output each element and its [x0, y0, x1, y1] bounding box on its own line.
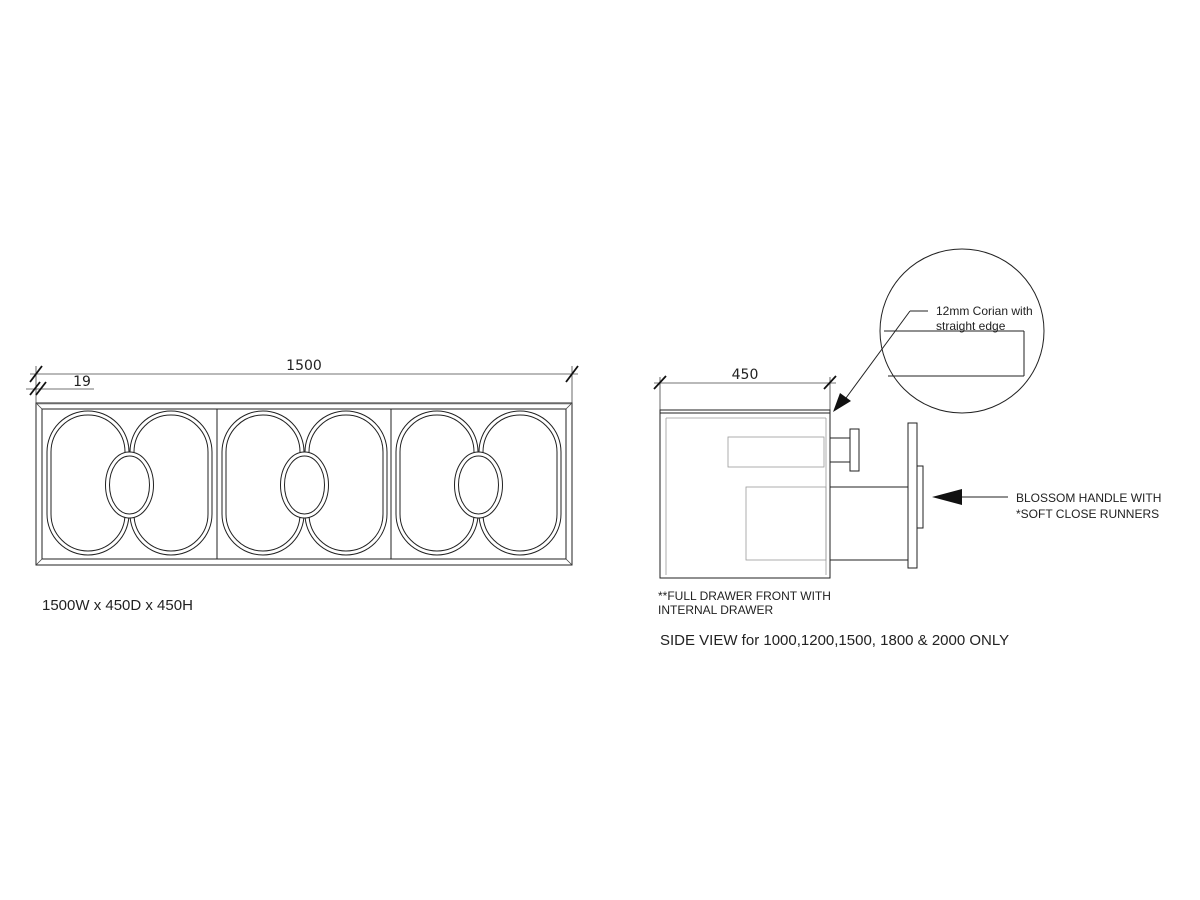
drawer-note-line2: INTERNAL DRAWER [658, 603, 773, 617]
upper-handle [829, 428, 860, 472]
width-dimension: 1500 [29, 358, 579, 404]
drawer-note-line1: **FULL DRAWER FRONT WITH [658, 589, 831, 603]
handle-note-line1: BLOSSOM HANDLE WITH [1016, 491, 1161, 505]
cabinet-side [659, 409, 831, 579]
depth-dimension: 450 [653, 367, 837, 410]
blossom-centre [109, 455, 150, 515]
width-dim-label: 1500 [286, 358, 322, 374]
handle-arrow [932, 489, 1008, 505]
side-caption: SIDE VIEW for 1000,1200,1500, 1800 & 200… [660, 632, 1009, 649]
blossom-centre [284, 455, 325, 515]
depth-dim-label: 450 [732, 367, 759, 383]
blossom-centre [458, 455, 499, 515]
detail-callout [833, 248, 1045, 414]
cabinet-front [35, 402, 573, 566]
edge-dimension: 19 [26, 374, 94, 396]
edge-dim-label: 19 [73, 374, 91, 390]
blossom-handle [830, 422, 924, 569]
internal-drawer [727, 436, 827, 561]
handle-note-line2: *SOFT CLOSE RUNNERS [1016, 507, 1159, 521]
corian-note-line2: straight edge [936, 319, 1006, 333]
side-view: 450 BL [653, 248, 1161, 649]
front-view: 1500 19 1500W x 450D x 450H [26, 358, 579, 614]
blossom-panels [46, 410, 562, 556]
corian-note-line1: 12mm Corian with [936, 304, 1033, 318]
front-caption: 1500W x 450D x 450H [42, 597, 193, 614]
